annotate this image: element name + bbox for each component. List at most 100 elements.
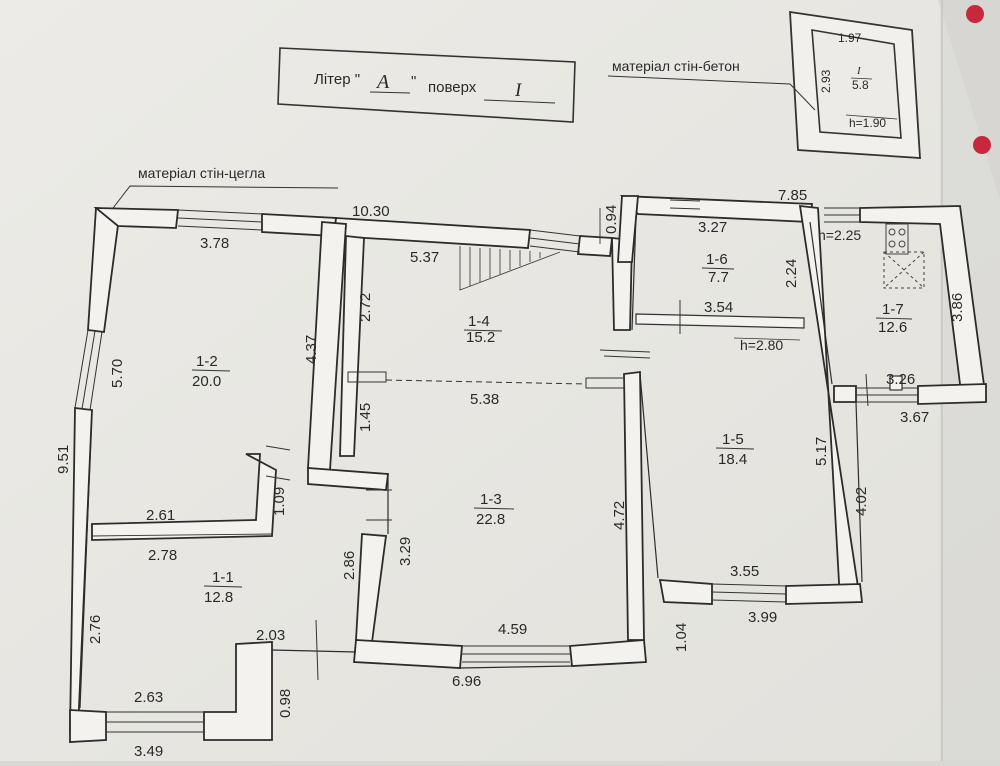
wall-right-top-left (617, 195, 639, 263)
room-1-7-area: 12.6 (878, 319, 907, 336)
binder-hole-2 (973, 136, 991, 154)
wall-inner-lines (79, 215, 863, 709)
room-1-6-id: 1-6 (706, 251, 728, 268)
room-1-5-id: 1-5 (722, 431, 744, 448)
dim-5-70: 5.70 (109, 359, 126, 388)
wall-ext-bottom (917, 383, 987, 405)
dim-0-94: 0.94 (603, 205, 620, 234)
door-ticks (265, 300, 869, 681)
dim-4-37: 4.37 (303, 335, 320, 364)
brick-material-label: матеріал стін-цегла (138, 165, 265, 181)
room-1-7-id: 1-7 (882, 301, 904, 318)
dim-2-78: 2.78 (148, 547, 177, 564)
dim-3-99: 3.99 (748, 609, 777, 626)
floor-word: поверх (428, 79, 477, 96)
room-1-7-height: h=2.25 (818, 227, 861, 243)
liter-title-box: Літер " А " поверх І (277, 47, 576, 123)
cellar-plan: 1.97 2.93 I 5.8 h=1.90 (789, 10, 921, 159)
room-1-3-id: 1-3 (480, 491, 502, 508)
dim-7-85: 7.85 (778, 187, 807, 204)
wall-interior-d (91, 453, 277, 541)
room-labels: 1-2 20.0 1-1 12.8 1-4 15.2 1-3 22.8 1-5 … (191, 227, 913, 606)
dim-0-98: 0.98 (277, 689, 294, 718)
wall-corner-bl (69, 709, 107, 743)
dimension-lines (91, 208, 601, 537)
room-1-1-id: 1-1 (212, 569, 234, 586)
room-1-6-area: 7.7 (708, 269, 729, 286)
wall-mid-right (623, 370, 645, 641)
dim-2-24: 2.24 (783, 259, 800, 288)
divider-stub-left (347, 371, 387, 383)
wall-bottom-left (353, 639, 463, 669)
wall-partition-1-6 (635, 313, 805, 329)
walls (69, 195, 988, 743)
room-1-1-area: 12.8 (204, 589, 233, 606)
wall-right-bottom-a (658, 579, 713, 605)
dim-6-96: 6.96 (452, 673, 481, 690)
dim-2-63: 2.63 (134, 689, 163, 706)
concrete-material-label: матеріал стін-бетон (612, 58, 740, 74)
liter-close: " (411, 73, 416, 90)
dim-5-17: 5.17 (813, 437, 830, 466)
dim-3-49: 3.49 (134, 743, 163, 760)
dim-2-76: 2.76 (87, 615, 104, 644)
wall-right-bottom-b (785, 583, 864, 605)
room-1-5-area: 18.4 (718, 451, 747, 468)
dim-3-54: 3.54 (704, 299, 733, 316)
room-divider-dashed (385, 379, 587, 385)
liter-value: А (375, 71, 390, 93)
wall-bottom-right (569, 639, 647, 667)
dim-10-30: 10.30 (352, 203, 390, 220)
dim-4-72: 4.72 (611, 501, 628, 530)
wall-stair-side (339, 234, 365, 457)
dim-2-03: 2.03 (256, 627, 285, 644)
column (889, 375, 903, 391)
cellar-room-number: I (856, 65, 862, 77)
dim-3-26: 3.26 (886, 371, 915, 388)
floor-value: І (514, 80, 523, 101)
dim-2-61: 2.61 (146, 507, 175, 524)
cellar-side: 2.93 (819, 69, 833, 93)
cellar-top-width: 1.97 (838, 31, 862, 45)
wall-ext-bottom-left (833, 385, 857, 403)
dimension-labels: 10.30 3.78 5.70 9.51 4.37 2.61 1.09 2.78… (55, 187, 966, 760)
dim-4-02: 4.02 (853, 487, 870, 516)
dim-3-78: 3.78 (200, 235, 229, 252)
dim-3-55: 3.55 (730, 563, 759, 580)
binder-hole-1 (966, 5, 984, 23)
dim-3-86: 3.86 (949, 293, 966, 322)
wall-step-a (203, 641, 273, 741)
cellar-height: h=1.90 (849, 116, 886, 130)
ventilation-symbol (883, 223, 925, 289)
dim-4-59: 4.59 (498, 621, 527, 638)
dim-5-38: 5.38 (470, 391, 499, 408)
concrete-leader-line (607, 75, 816, 111)
brick-leader-line (109, 185, 339, 213)
wall-top-right (577, 235, 613, 257)
dim-1-09: 1.09 (271, 487, 288, 516)
dim-5-37: 5.37 (410, 249, 439, 266)
cellar-room-area: 5.8 (852, 78, 869, 92)
staircase (459, 246, 561, 291)
dim-1-45: 1.45 (357, 403, 374, 432)
room-1-2-id: 1-2 (196, 353, 218, 370)
room-1-4-id: 1-4 (468, 313, 490, 330)
dim-3-67: 3.67 (900, 409, 929, 426)
dim-3-29: 3.29 (397, 537, 414, 566)
divider-stub-right (585, 377, 625, 389)
dim-3-27: 3.27 (698, 219, 727, 236)
room-1-2-area: 20.0 (192, 373, 221, 390)
dim-2-72: 2.72 (357, 293, 374, 322)
room-1-4-area: 15.2 (466, 329, 495, 346)
dim-2-86: 2.86 (341, 551, 358, 580)
wall-top-left (93, 207, 180, 229)
room-1-5-height: h=2.80 (740, 337, 783, 353)
windows (74, 199, 918, 733)
room-1-3-area: 22.8 (476, 511, 505, 528)
dim-9-51: 9.51 (55, 445, 72, 474)
dim-1-04: 1.04 (673, 623, 690, 652)
liter-prefix: Літер " (314, 71, 360, 88)
